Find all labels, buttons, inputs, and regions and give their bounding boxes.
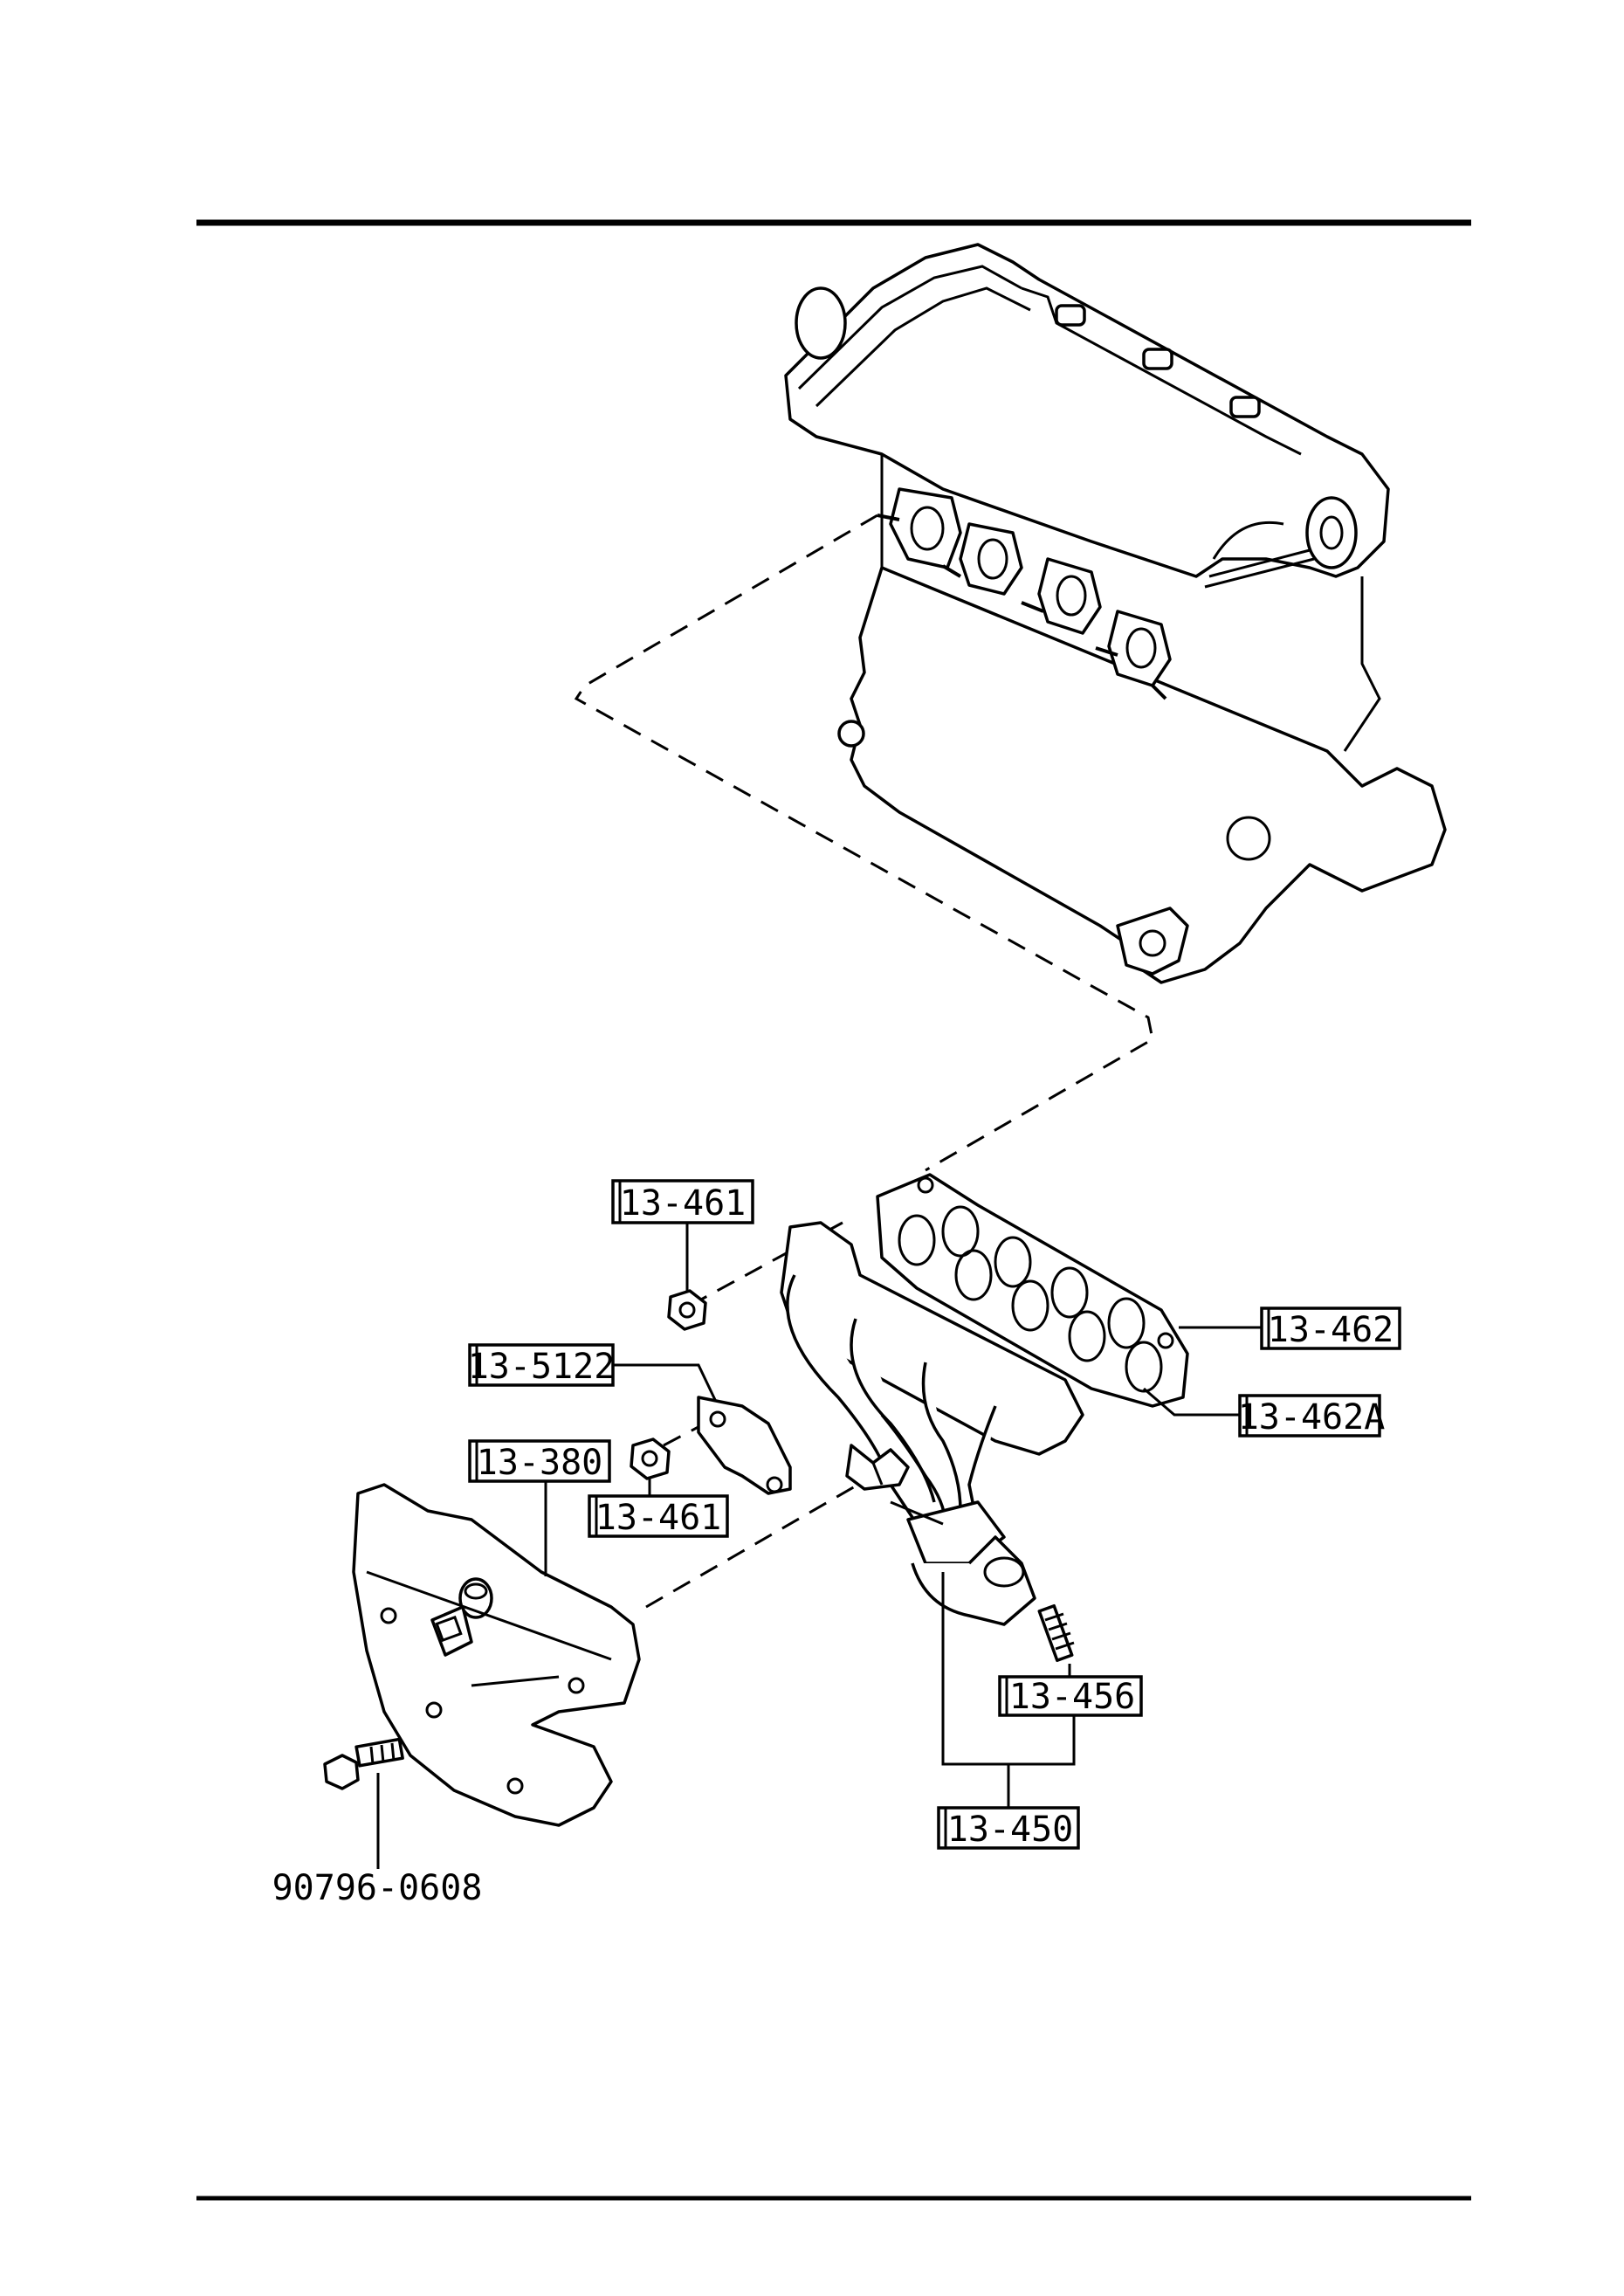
callout-box — [1260, 1307, 1401, 1350]
callout-13-461-upper: 13-461 — [611, 1179, 754, 1224]
callout-13-450: 13-450 — [937, 1806, 1080, 1850]
stud — [1037, 1603, 1075, 1663]
callout-label-gasket-a: 13-462A — [1238, 1397, 1386, 1438]
callout-box — [1238, 1394, 1381, 1438]
heat-insulator — [352, 1483, 641, 1827]
callout-box — [611, 1179, 754, 1224]
callout-13-462a: 13-462A — [1238, 1394, 1386, 1438]
callout-label-heat-insulator: 13-380 — [477, 1443, 603, 1483]
callout-box — [998, 1675, 1143, 1717]
callout-13-380: 13-380 — [468, 1439, 611, 1483]
gasket-assembly — [876, 1173, 1189, 1408]
callout-box — [937, 1806, 1080, 1850]
engine-block — [784, 243, 1447, 984]
callout-box — [468, 1439, 611, 1483]
nut-upper — [667, 1289, 707, 1331]
callout-13-5122: 13-5122 — [468, 1343, 616, 1387]
callout-13-461-lower: 13-461 — [588, 1494, 729, 1538]
bracket — [697, 1396, 792, 1495]
callout-label-exhaust-manifold: 13-450 — [947, 1810, 1074, 1850]
callout-label-bracket: 13-5122 — [468, 1347, 616, 1387]
callout-label-nut-lower: 13-461 — [595, 1498, 722, 1538]
leader-lines — [376, 1223, 1262, 1869]
nut-lower — [630, 1438, 671, 1480]
callout-label-nut-upper: 13-461 — [620, 1183, 747, 1224]
callout-13-456: 13-456 — [998, 1675, 1143, 1717]
callout-label-bolt: 90796-0608 — [272, 1868, 483, 1908]
callout-label-stud: 13-456 — [1009, 1677, 1136, 1717]
callout-box — [588, 1494, 729, 1538]
callout-label-gasket: 13-462 — [1268, 1310, 1394, 1350]
callout-box — [468, 1343, 615, 1387]
callout-13-462: 13-462 — [1260, 1307, 1401, 1350]
bolt — [323, 1737, 404, 1790]
